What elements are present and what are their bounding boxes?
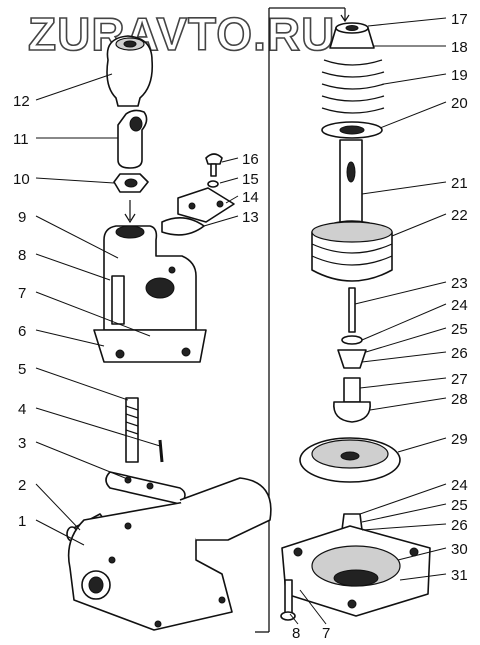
callout-25b: 25 <box>451 497 468 514</box>
callout-3: 3 <box>18 435 26 452</box>
callout-1: 1 <box>18 513 26 530</box>
part-27-28-valve <box>333 377 371 423</box>
callout-12: 12 <box>13 93 30 110</box>
callout-18: 18 <box>451 39 468 56</box>
callout-29: 29 <box>451 431 468 448</box>
callout-2: 2 <box>18 477 26 494</box>
leader-lines <box>35 17 447 625</box>
callout-4: 4 <box>18 401 26 418</box>
part-8-lower-bolt <box>280 579 296 621</box>
part-12-knob <box>106 35 154 107</box>
callout-21: 21 <box>451 175 468 192</box>
part-9-cover <box>93 225 207 363</box>
callout-23: 23 <box>451 275 468 292</box>
part-22-piston <box>311 220 393 282</box>
callout-5: 5 <box>18 361 26 378</box>
part-4-pin <box>158 439 164 463</box>
callout-8: 8 <box>18 247 26 264</box>
callout-28: 28 <box>451 391 468 408</box>
watermark-text: ZURAVTO.RU <box>28 8 335 60</box>
part-3-lever <box>105 471 186 505</box>
callout-9: 9 <box>18 209 26 226</box>
callout-labels-middle: 16 15 14 13 <box>242 151 259 226</box>
part-1-body <box>67 477 272 631</box>
callout-labels-bottom: 8 7 <box>292 625 330 642</box>
callout-27: 27 <box>451 371 468 388</box>
part-15-16-screw <box>205 153 223 188</box>
callout-7: 7 <box>18 285 26 302</box>
callout-labels-left: 12 11 10 9 8 7 6 5 4 3 2 1 <box>13 93 30 530</box>
callout-11: 11 <box>13 131 29 148</box>
callout-30: 30 <box>451 541 468 558</box>
callout-8-bottom: 8 <box>292 625 300 642</box>
part-13-14-plate <box>161 187 235 236</box>
callout-7-bottom: 7 <box>322 625 330 642</box>
part-10-nut <box>113 173 149 193</box>
callout-24b: 24 <box>451 477 468 494</box>
callout-25a: 25 <box>451 321 468 338</box>
part-29-diaphragm <box>299 437 401 483</box>
callout-10: 10 <box>13 171 30 188</box>
part-17-18-cap <box>329 22 375 49</box>
part-25-26-valve <box>337 349 367 369</box>
callout-19: 19 <box>451 67 468 84</box>
part-30-31-housing <box>281 525 431 617</box>
callout-17: 17 <box>451 11 468 28</box>
part-23-pin <box>348 287 356 333</box>
callout-24a: 24 <box>451 297 468 314</box>
svg-text:15: 15 <box>242 171 259 188</box>
part-5-rod <box>125 397 139 463</box>
callout-20: 20 <box>451 95 468 112</box>
svg-text:13: 13 <box>242 209 259 226</box>
callout-26b: 26 <box>451 517 468 534</box>
part-24-washer <box>341 335 363 345</box>
callout-26a: 26 <box>451 345 468 362</box>
part-19-spring <box>321 59 385 114</box>
svg-text:16: 16 <box>242 151 259 168</box>
part-11-fork <box>117 109 148 169</box>
callout-labels-right: 17 18 19 20 21 22 23 24 25 26 27 28 29 2… <box>451 11 468 584</box>
callout-6: 6 <box>18 323 26 340</box>
svg-text:14: 14 <box>242 189 259 206</box>
callout-31: 31 <box>451 567 468 584</box>
callout-22: 22 <box>451 207 468 224</box>
